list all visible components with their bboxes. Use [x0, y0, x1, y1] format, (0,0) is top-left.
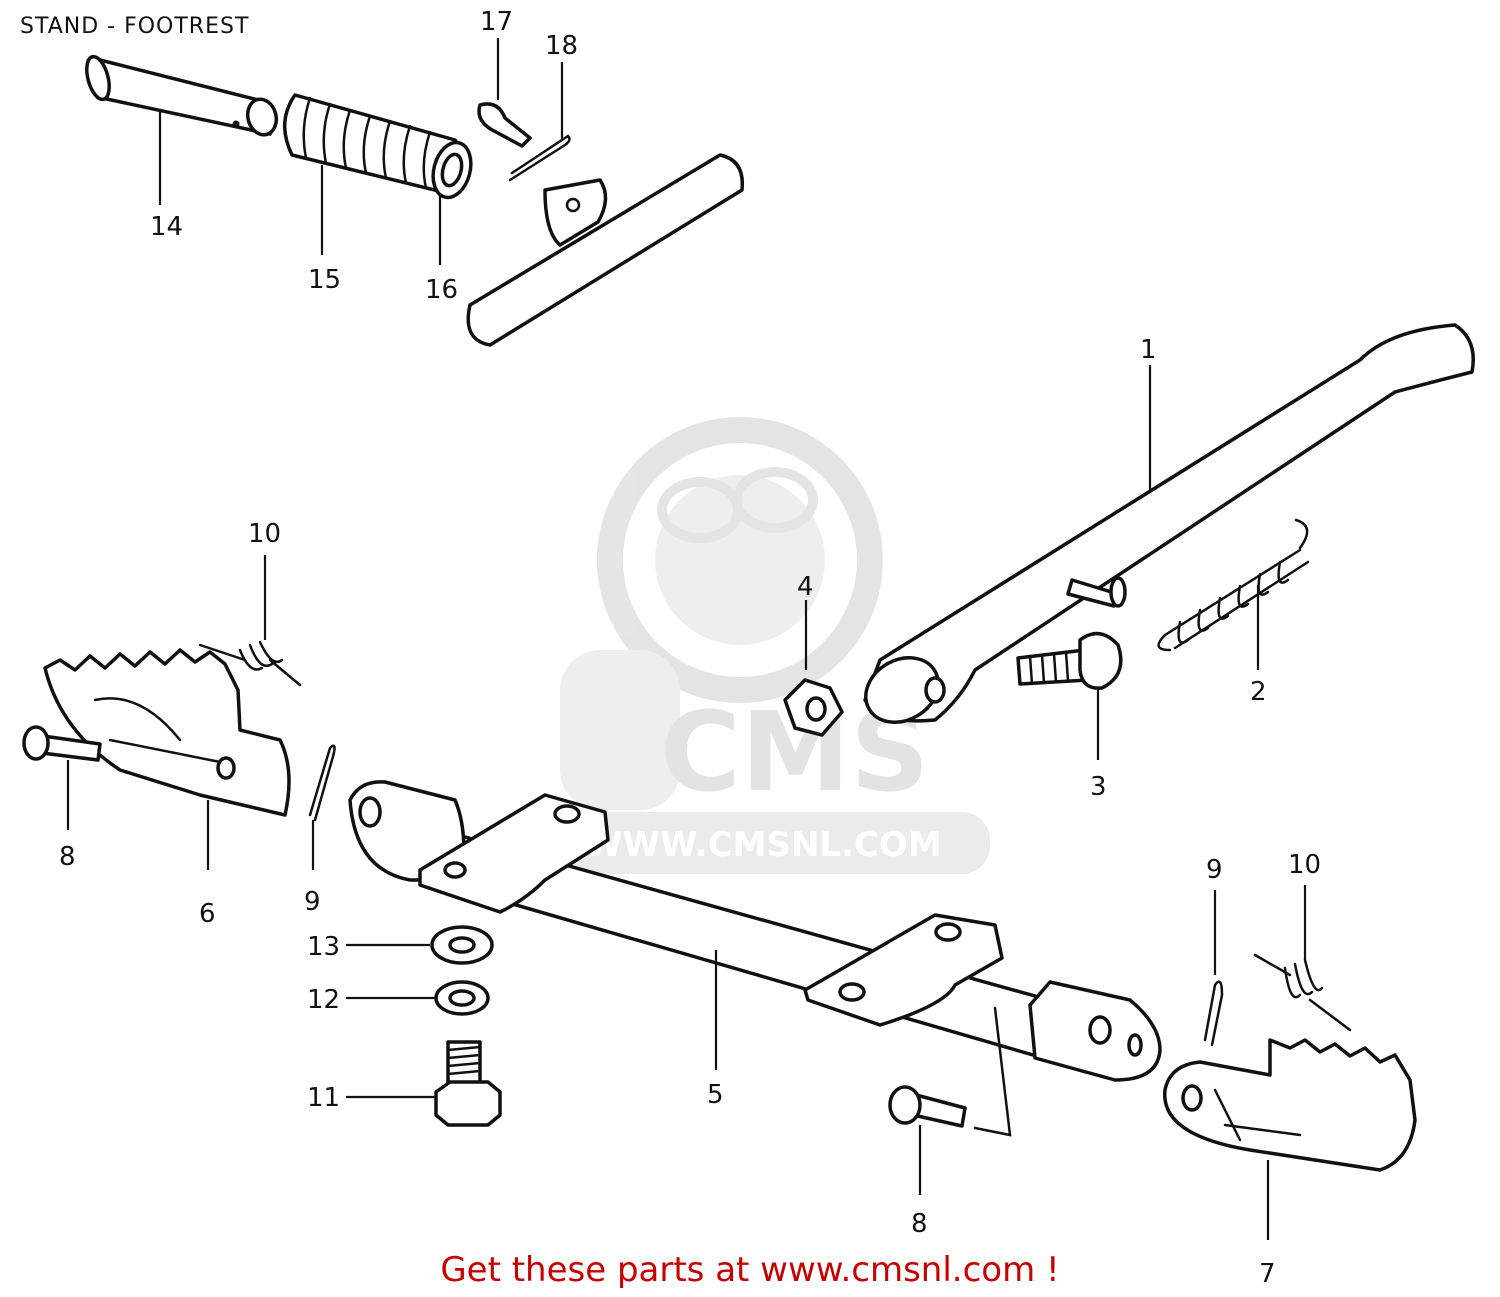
callout-14: 14 [150, 212, 183, 242]
part-5-footrest-bar [348, 780, 1162, 1082]
footer-promo-text: Get these parts at www.cmsnl.com ! [440, 1250, 1060, 1290]
callout-1: 1 [1140, 335, 1157, 365]
callout-13: 13 [307, 932, 340, 962]
callout-15: 15 [308, 265, 341, 295]
callout-9-right: 9 [1206, 855, 1223, 885]
part-stand-pin [1066, 576, 1127, 608]
callout-2: 2 [1250, 677, 1267, 707]
pin-guide-line [973, 1006, 1012, 1137]
part-18-cotter-pin [508, 134, 571, 182]
callout-10-left: 10 [248, 519, 281, 549]
callout-11: 11 [307, 1083, 340, 1113]
leader-lines [66, 38, 1307, 1240]
part-12-spring-washer [434, 980, 490, 1016]
part-2-spring [1157, 518, 1310, 652]
part-9-cotter-left [308, 744, 336, 822]
part-10-spring-left [198, 640, 302, 687]
callout-12: 12 [307, 985, 340, 1015]
callout-8-right: 8 [911, 1209, 928, 1239]
part-17-pin [477, 102, 532, 148]
callout-6: 6 [199, 899, 216, 929]
part-7-footrest-right [1163, 1038, 1417, 1172]
callout-4: 4 [797, 572, 814, 602]
callout-9-left: 9 [304, 887, 321, 917]
part-6-footrest-left [43, 648, 291, 817]
part-11-bolt [434, 1040, 502, 1127]
part-3-bolt [1016, 631, 1123, 690]
callout-18: 18 [545, 31, 578, 61]
callout-17: 17 [480, 7, 513, 37]
part-1-stand-leg [863, 323, 1475, 724]
watermark-url-text: WWW.CMSNL.COM [585, 825, 942, 865]
callout-10-right: 10 [1288, 850, 1321, 880]
frame-tube [466, 153, 745, 347]
part-4-nut [783, 678, 844, 737]
callout-5: 5 [707, 1080, 724, 1110]
part-16-washer [431, 140, 473, 200]
callout-7: 7 [1259, 1259, 1276, 1289]
callout-3: 3 [1090, 772, 1107, 802]
part-9-cotter-right [1203, 980, 1224, 1047]
part-14-pin [85, 54, 279, 137]
callout-8-left: 8 [59, 842, 76, 872]
part-8-pin-right [888, 1085, 967, 1128]
part-10-spring-right [1253, 953, 1352, 1032]
callout-16: 16 [425, 275, 458, 305]
part-8-pin-left [22, 725, 102, 762]
diagram-title: STAND - FOOTREST [20, 14, 250, 39]
callout-labels: 1 2 3 4 5 6 7 8 8 9 9 10 10 11 12 13 14 … [59, 7, 1321, 1289]
part-13-washer [430, 925, 494, 965]
